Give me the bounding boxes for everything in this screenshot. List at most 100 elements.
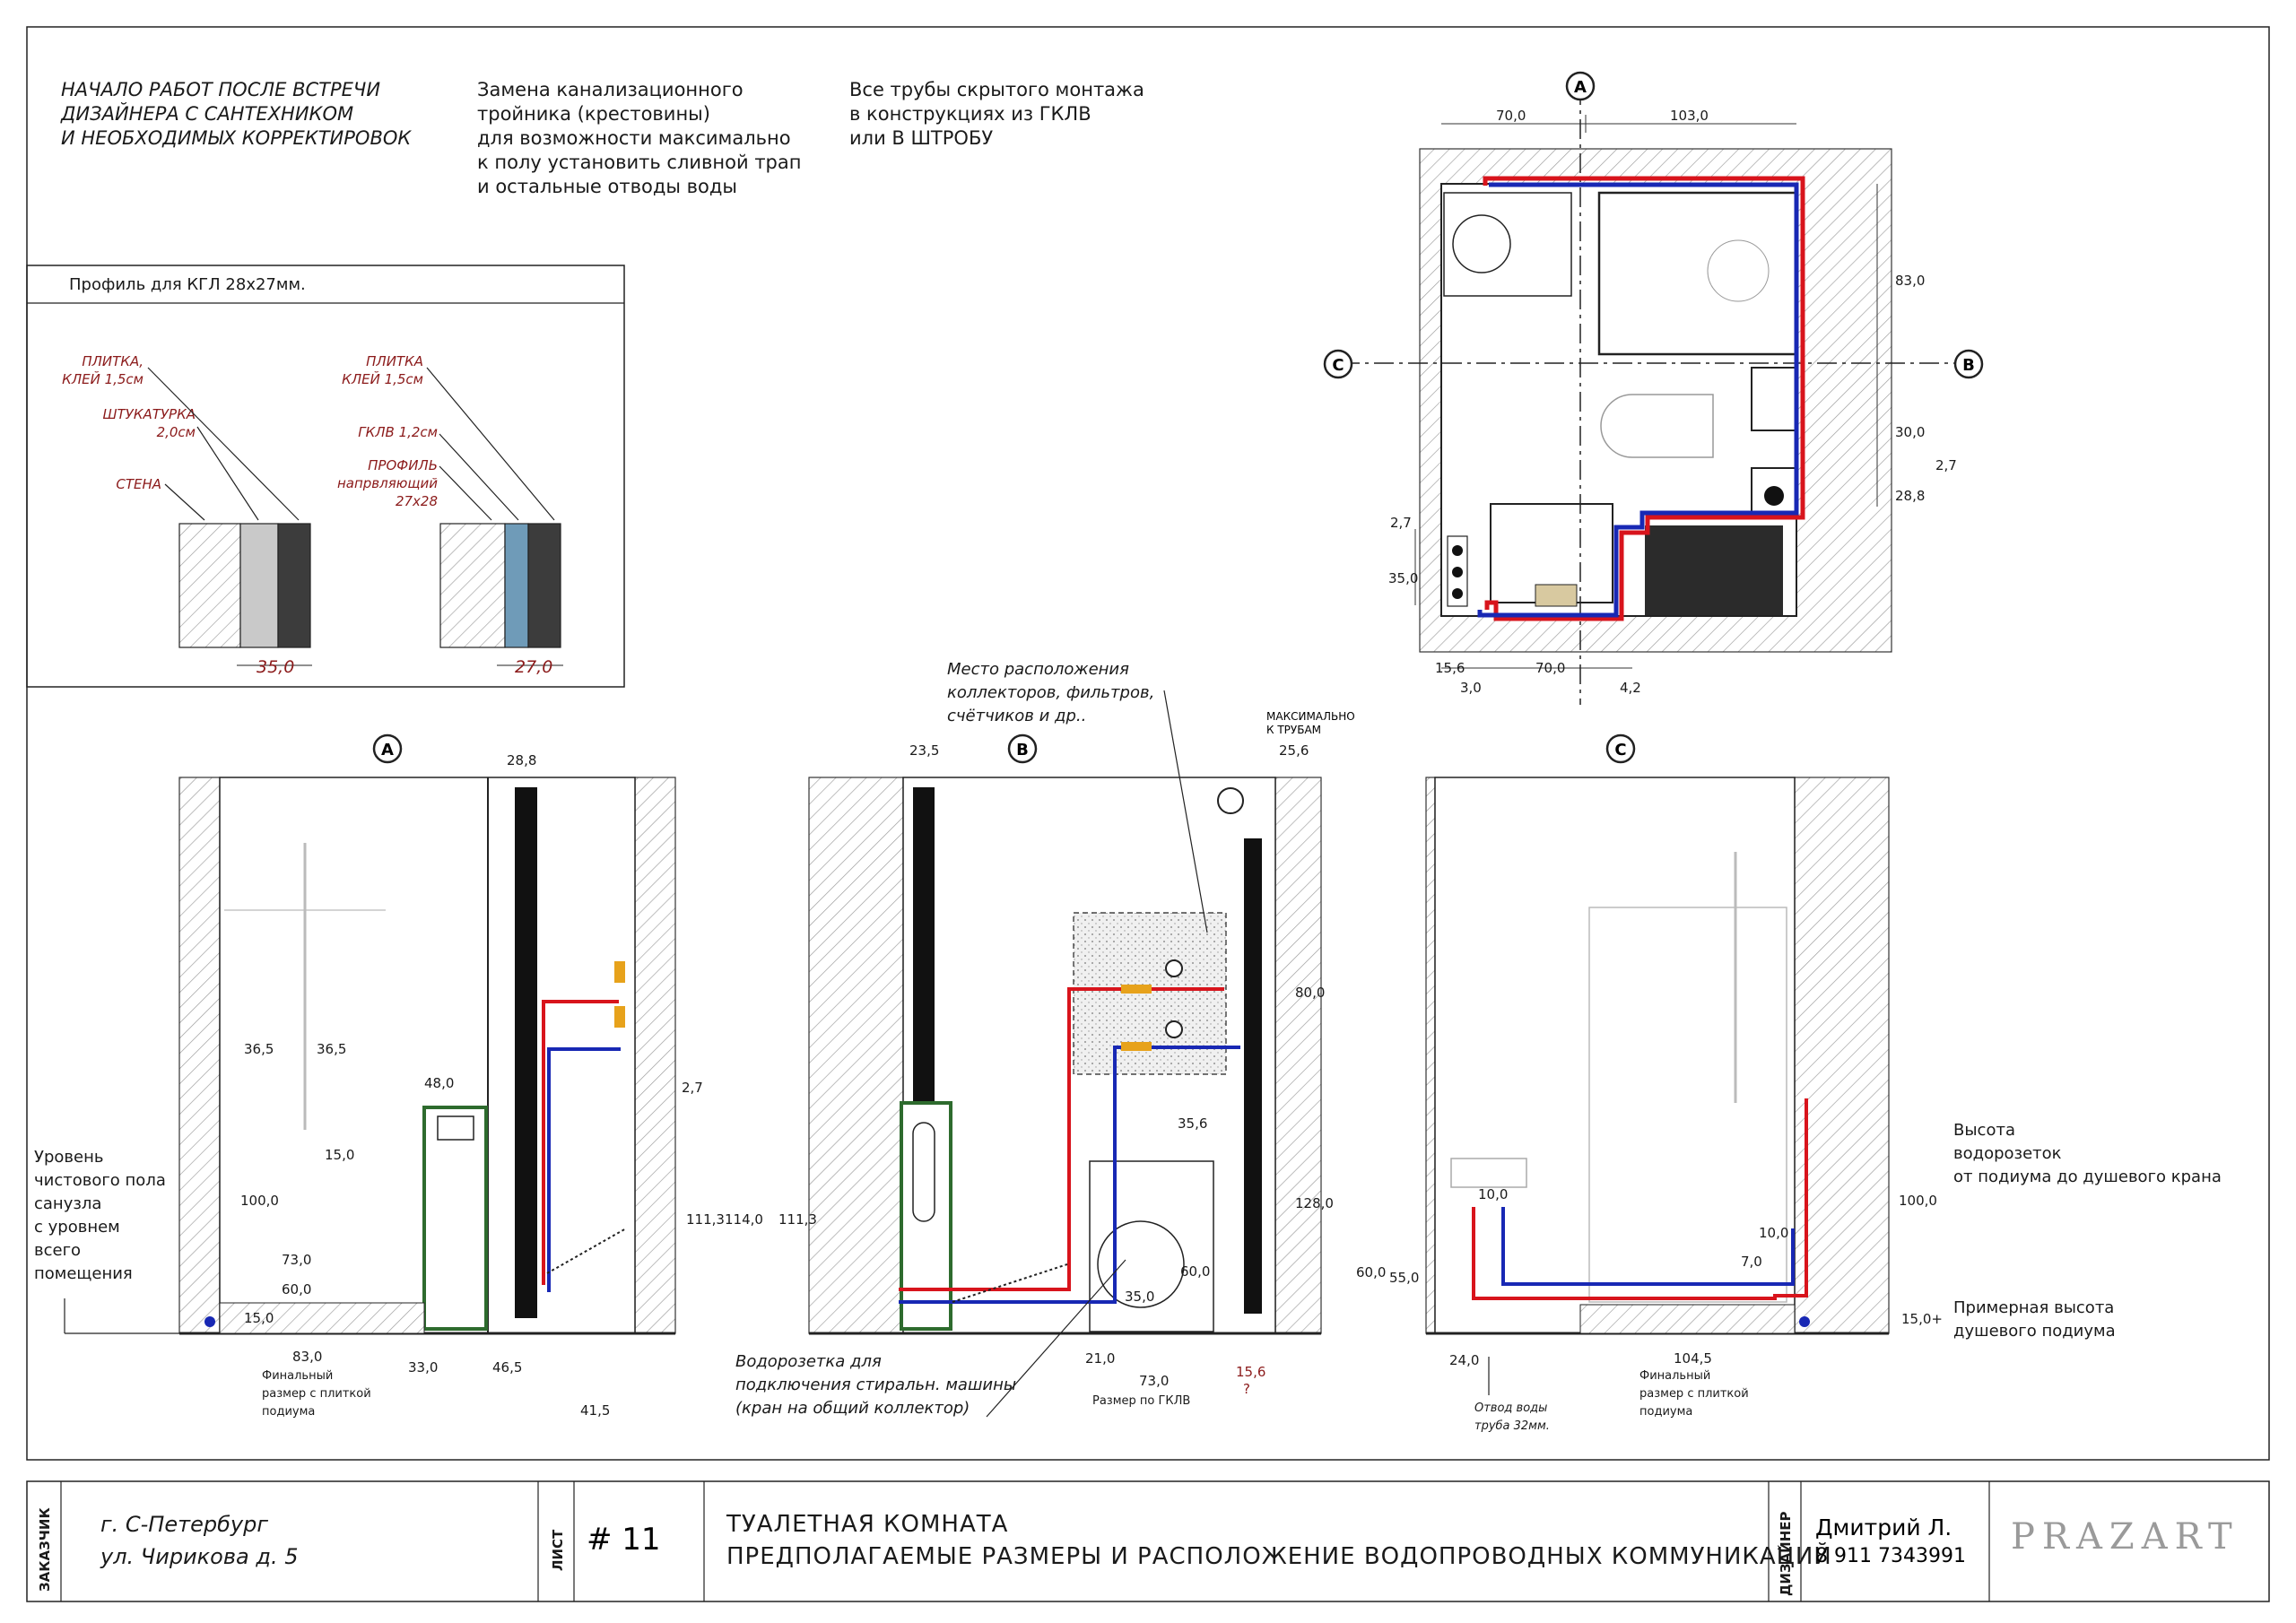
brand-logo: PRAZART (2011, 1516, 2239, 1558)
elev-a-cold-pipe (547, 1047, 621, 1292)
svg-text:103,0: 103,0 (1670, 108, 1709, 124)
svg-text:К ТРУБАМ: К ТРУБАМ (1266, 724, 1321, 736)
svg-text:4,2: 4,2 (1620, 680, 1641, 696)
svg-text:Замена канализационного: Замена канализационного (477, 79, 744, 100)
svg-text:всего: всего (34, 1241, 81, 1260)
svg-text:Высота: Высота (1953, 1121, 2015, 1140)
washer-socket-note: Водорозетка для подключения стиральн. ма… (735, 1352, 1016, 1418)
podium-height-note: Примерная высота душевого подиума (1953, 1298, 2116, 1341)
svg-text:ДИЗАЙНЕРА С САНТЕХНИКОМ: ДИЗАЙНЕРА С САНТЕХНИКОМ (60, 102, 353, 125)
svg-text:СТЕНА: СТЕНА (116, 476, 161, 492)
svg-text:напрвляющий: напрвляющий (337, 475, 438, 491)
svg-text:ПЛИТКА: ПЛИТКА (366, 353, 423, 369)
svg-text:C: C (1614, 741, 1626, 759)
section-marker-elev-c: C (1605, 733, 1636, 764)
svg-text:чистового пола: чистового пола (34, 1171, 166, 1190)
svg-text:и остальные отводы воды: и остальные отводы воды (477, 176, 737, 197)
designer-label: ДИЗАЙНЕР (1777, 1511, 1794, 1596)
svg-text:28,8: 28,8 (507, 752, 536, 768)
svg-text:55,0: 55,0 (1389, 1270, 1419, 1286)
svg-text:B: B (1962, 356, 1975, 375)
svg-text:104,5: 104,5 (1674, 1350, 1712, 1367)
svg-text:счётчиков и др..: счётчиков и др.. (947, 707, 1086, 725)
svg-text:46,5: 46,5 (492, 1359, 522, 1376)
svg-text:ГКЛВ 1,2см: ГКЛВ 1,2см (358, 424, 438, 440)
svg-text:A: A (381, 741, 394, 759)
svg-text:100,0: 100,0 (240, 1193, 279, 1209)
svg-text:или В ШТРОБУ: или В ШТРОБУ (849, 127, 993, 149)
elev-c-hot-pipe (1472, 1098, 1808, 1300)
svg-text:100,0: 100,0 (1899, 1193, 1937, 1209)
svg-text:B: B (1016, 741, 1029, 759)
socket-height-note: Высота водорозеток от подиума до душевог… (1953, 1121, 2222, 1186)
svg-text:МАКСИМАЛЬНО: МАКСИМАЛЬНО (1266, 710, 1355, 723)
final-size-note-a: Финальный размер с плиткой подиума (262, 1369, 371, 1419)
svg-text:7,0: 7,0 (1741, 1254, 1762, 1270)
svg-text:10,0: 10,0 (1478, 1186, 1508, 1202)
svg-text:помещения: помещения (34, 1264, 133, 1283)
svg-text:27х28: 27х28 (396, 493, 438, 509)
drain-note: Отвод воды труба 32мм. (1474, 1402, 1550, 1433)
svg-text:подключения стиральн. машины: подключения стиральн. машины (735, 1376, 1016, 1394)
svg-text:водорозеток: водорозеток (1953, 1144, 2062, 1163)
svg-text:73,0: 73,0 (1139, 1373, 1169, 1389)
svg-text:15,0: 15,0 (325, 1147, 354, 1163)
section-marker-b: B (1953, 349, 1984, 379)
svg-text:Финальный: Финальный (262, 1369, 333, 1383)
svg-text:73,0: 73,0 (282, 1252, 311, 1268)
svg-text:36,5: 36,5 (244, 1041, 274, 1057)
svg-text:128,0: 128,0 (1295, 1195, 1334, 1211)
svg-text:КЛЕЙ 1,5см: КЛЕЙ 1,5см (342, 370, 423, 387)
svg-text:23,5: 23,5 (909, 742, 939, 759)
svg-text:И НЕОБХОДИМЫХ КОРРЕКТИРОВОК: И НЕОБХОДИМЫХ КОРРЕКТИРОВОК (61, 127, 412, 149)
svg-text:83,0: 83,0 (292, 1349, 322, 1365)
svg-text:коллекторов, фильтров,: коллекторов, фильтров, (947, 683, 1154, 702)
svg-text:Отвод воды: Отвод воды (1474, 1402, 1547, 1415)
svg-text:к полу установить сливной трап: к полу установить сливной трап (477, 152, 801, 173)
svg-text:Место расположения: Место расположения (947, 660, 1129, 679)
profile-title: Профиль для КГЛ 28х27мм. (69, 275, 306, 294)
svg-text:35,0: 35,0 (257, 657, 294, 677)
svg-text:15,0: 15,0 (244, 1310, 274, 1326)
svg-text:21,0: 21,0 (1085, 1350, 1115, 1367)
svg-text:60,0: 60,0 (1180, 1263, 1210, 1280)
svg-text:48,0: 48,0 (424, 1075, 454, 1091)
plan-hot-pipe (1483, 176, 1805, 621)
svg-text:A: A (1574, 78, 1587, 97)
svg-text:в конструкциях из ГКЛВ: в конструкциях из ГКЛВ (849, 103, 1091, 125)
final-size-note-c: Финальный размер с плиткой подиума (1639, 1369, 1749, 1419)
svg-text:10,0: 10,0 (1759, 1225, 1788, 1241)
customer-label: ЗАКАЗЧИК (37, 1507, 53, 1592)
note-sewer-tee: Замена канализационного тройника (кресто… (477, 79, 801, 197)
svg-text:70,0: 70,0 (1535, 660, 1565, 676)
note-hidden-pipes: Все трубы скрытого монтажа в конструкция… (849, 79, 1144, 149)
svg-text:15,0+: 15,0+ (1901, 1311, 1943, 1327)
gklv-size-note: Размер по ГКЛВ (1092, 1394, 1190, 1408)
svg-text:ШТУКАТУРКА: ШТУКАТУРКА (102, 406, 196, 422)
drawing-subtitle: ПРЕДПОЛАГАЕМЫЕ РАЗМЕРЫ И РАСПОЛОЖЕНИЕ ВО… (726, 1541, 1832, 1570)
elev-a-hot-pipe (542, 1000, 619, 1285)
svg-text:33,0: 33,0 (408, 1359, 438, 1376)
svg-text:28,8: 28,8 (1895, 488, 1925, 504)
svg-text:114,0: 114,0 (725, 1211, 763, 1228)
designer-name: Дмитрий Л. (1815, 1515, 1952, 1541)
svg-text:30,0: 30,0 (1895, 424, 1925, 440)
svg-text:санузла: санузла (34, 1194, 101, 1213)
customer-street: ул. Чирикова д. 5 (100, 1544, 298, 1569)
customer-city: г. С-Петербург (100, 1512, 268, 1537)
svg-text:тройника (крестовины): тройника (крестовины) (477, 103, 710, 125)
svg-text:Водорозетка для: Водорозетка для (735, 1352, 882, 1371)
elev-c-cold-pipe (1501, 1207, 1795, 1286)
svg-text:80,0: 80,0 (1295, 985, 1325, 1001)
section-marker-c: C (1323, 349, 1353, 379)
svg-text:Примерная высота: Примерная высота (1953, 1298, 2114, 1317)
collector-location-note: Место расположения коллекторов, фильтров… (947, 660, 1154, 725)
svg-text:3,0: 3,0 (1460, 680, 1482, 696)
svg-text:35,6: 35,6 (1178, 1115, 1207, 1132)
svg-text:36,5: 36,5 (317, 1041, 346, 1057)
section-marker-elev-b: B (1007, 733, 1038, 764)
elev-b-cold-pipe (899, 1046, 1240, 1304)
svg-text:41,5: 41,5 (580, 1402, 610, 1419)
svg-text:?: ? (1243, 1381, 1250, 1397)
svg-text:для возможности максимально: для возможности максимально (477, 127, 791, 149)
